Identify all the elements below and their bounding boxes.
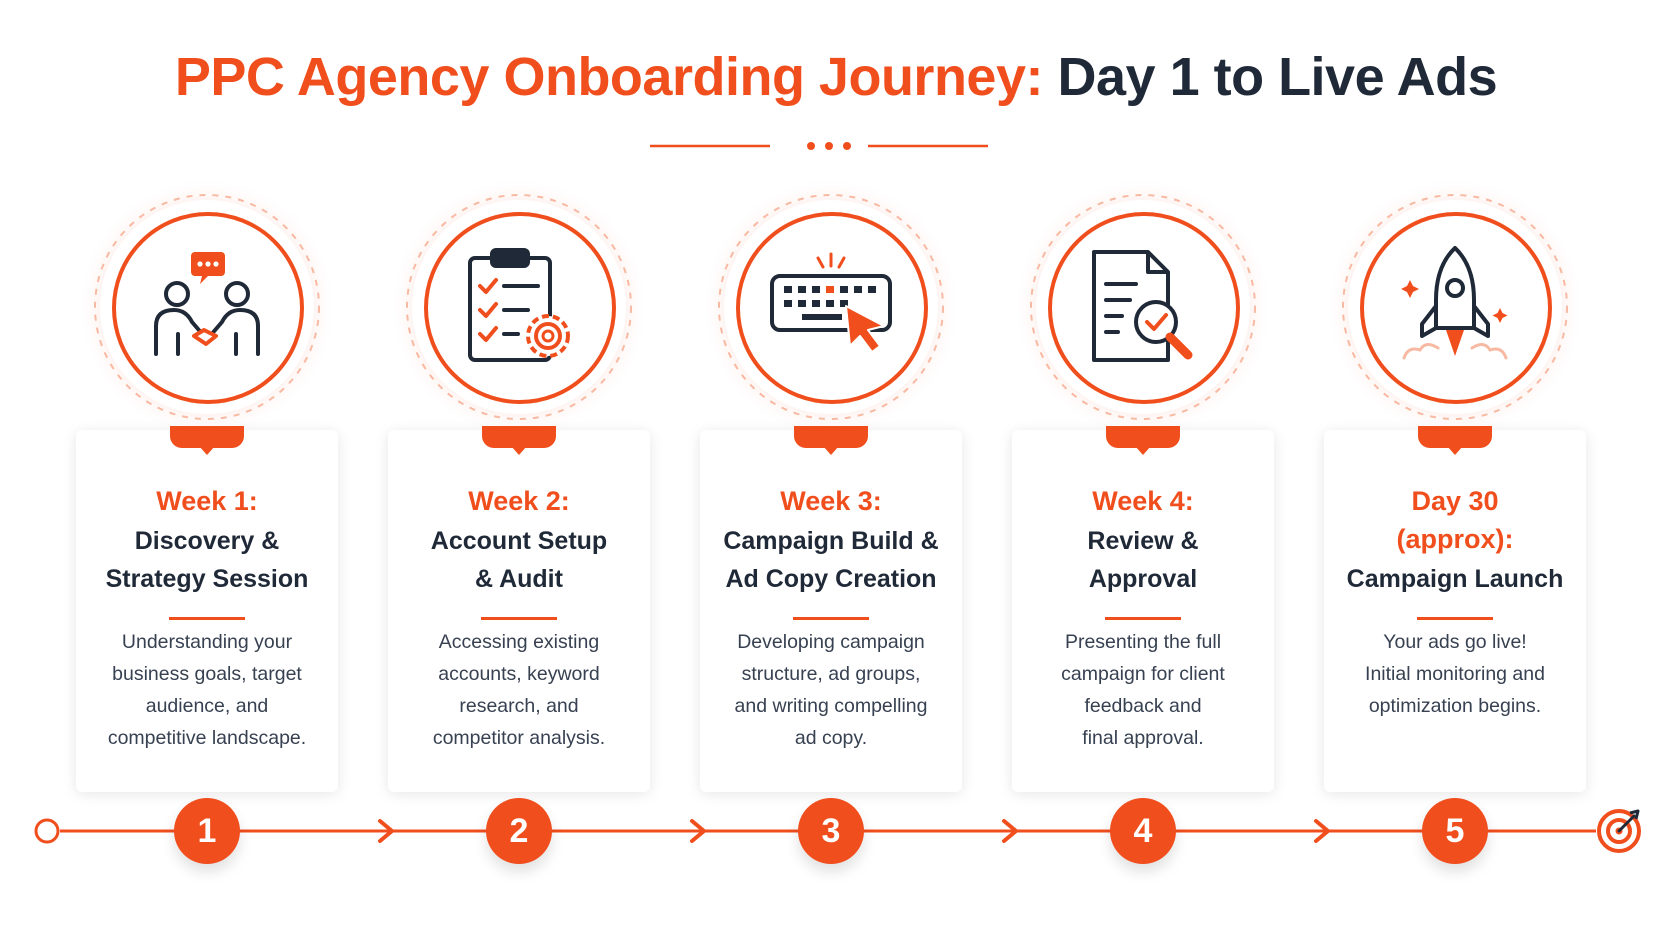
desc-line: Understanding your bbox=[121, 631, 293, 653]
step-name: Strategy Session bbox=[105, 565, 309, 593]
desc-line: final approval. bbox=[1082, 727, 1204, 749]
step-name: Account Setup bbox=[430, 527, 608, 555]
desc-line: Accessing existing bbox=[438, 631, 600, 653]
clipboard-gear-icon bbox=[468, 248, 570, 362]
desc-line: structure, ad groups, bbox=[741, 663, 921, 685]
card-rule bbox=[1105, 617, 1181, 620]
keyboard-cursor-icon bbox=[770, 252, 892, 353]
title-divider bbox=[650, 142, 988, 150]
step-week: Week 2: bbox=[468, 486, 570, 516]
card-rule bbox=[481, 617, 557, 620]
handshake-icon bbox=[154, 252, 260, 356]
card-tab bbox=[170, 426, 244, 455]
step-name: Approval bbox=[1088, 565, 1198, 593]
step-card-2: Week 2: Account Setup & Audit Accessing … bbox=[388, 426, 650, 792]
dashed-arc bbox=[406, 194, 632, 420]
card-tab bbox=[794, 426, 868, 455]
desc-line: Developing campaign bbox=[737, 631, 925, 653]
dashed-arc bbox=[1342, 194, 1568, 420]
document-search-icon bbox=[1092, 250, 1193, 362]
dashed-arc bbox=[1030, 194, 1256, 420]
step-description: Presenting the full campaign for client … bbox=[1034, 626, 1252, 754]
desc-line: optimization begins. bbox=[1368, 695, 1542, 717]
desc-line: competitor analysis. bbox=[432, 727, 606, 749]
step-icon-circle-1 bbox=[94, 194, 320, 420]
desc-line: campaign for client bbox=[1061, 663, 1225, 685]
step-card-3: Week 3: Campaign Build & Ad Copy Creatio… bbox=[700, 426, 962, 792]
step-name: & Audit bbox=[475, 565, 563, 593]
desc-line: and writing compelling bbox=[734, 695, 928, 717]
card-rule bbox=[169, 617, 245, 620]
page-title: PPC Agency Onboarding Journey: Day 1 to … bbox=[0, 46, 1672, 108]
dashed-arc bbox=[94, 194, 320, 420]
step-number-4: 4 bbox=[1110, 798, 1176, 864]
card-tab bbox=[1106, 426, 1180, 455]
step-icon-circle-3 bbox=[718, 194, 944, 420]
step-card-4: Week 4: Review & Approval Presenting the… bbox=[1012, 426, 1274, 792]
step-description: Your ads go live! Initial monitoring and… bbox=[1346, 626, 1564, 722]
step-icon-circle-4 bbox=[1030, 194, 1256, 420]
week-line: Day 30 bbox=[1411, 486, 1499, 516]
card-rule bbox=[1417, 617, 1493, 620]
step-name: Campaign Launch bbox=[1346, 565, 1564, 593]
step-description: Developing campaign structure, ad groups… bbox=[722, 626, 940, 754]
card-rule bbox=[793, 617, 869, 620]
card-tab bbox=[1418, 426, 1492, 455]
step-card-5: Day 30 (approx): Campaign Launch Your ad… bbox=[1324, 426, 1586, 792]
step-week: Day 30 (approx): bbox=[1324, 482, 1586, 558]
desc-line: Your ads go live! bbox=[1383, 631, 1527, 653]
step-number-3: 3 bbox=[798, 798, 864, 864]
step-week: Week 1: bbox=[156, 486, 258, 516]
step-week: Week 3: bbox=[780, 486, 882, 516]
desc-line: competitive landscape. bbox=[107, 727, 307, 749]
step-name: Campaign Build & bbox=[723, 527, 939, 555]
step-description: Accessing existing accounts, keyword res… bbox=[410, 626, 628, 754]
desc-line: feedback and bbox=[1084, 695, 1202, 717]
card-tab bbox=[482, 426, 556, 455]
desc-line: Presenting the full bbox=[1064, 631, 1222, 653]
step-name: Ad Copy Creation bbox=[725, 565, 937, 593]
desc-line: business goals, target bbox=[112, 663, 302, 685]
desc-line: audience, and bbox=[145, 695, 269, 717]
step-name: Review & bbox=[1087, 527, 1199, 555]
dashed-arc bbox=[718, 194, 944, 420]
desc-line: Initial monitoring and bbox=[1365, 663, 1545, 685]
desc-line: accounts, keyword bbox=[438, 663, 600, 685]
title-accent: PPC Agency Onboarding Journey: bbox=[174, 47, 1044, 107]
step-icon-circle-2 bbox=[406, 194, 632, 420]
step-icon-circle-5 bbox=[1342, 194, 1568, 420]
step-description: Understanding your business goals, targe… bbox=[98, 626, 316, 754]
target-icon bbox=[1597, 809, 1641, 853]
step-number-2: 2 bbox=[486, 798, 552, 864]
rocket-icon bbox=[1401, 246, 1508, 360]
week-line: (approx): bbox=[1396, 524, 1514, 554]
step-week: Week 4: bbox=[1092, 486, 1194, 516]
step-number-5: 5 bbox=[1422, 798, 1488, 864]
step-card-1: Week 1: Discovery & Strategy Session Und… bbox=[76, 426, 338, 792]
step-name: Discovery & bbox=[134, 527, 280, 555]
desc-line: research, and bbox=[459, 695, 579, 717]
desc-line: ad copy. bbox=[794, 727, 868, 749]
step-number-1: 1 bbox=[174, 798, 240, 864]
title-dark: Day 1 to Live Ads bbox=[1057, 47, 1498, 107]
